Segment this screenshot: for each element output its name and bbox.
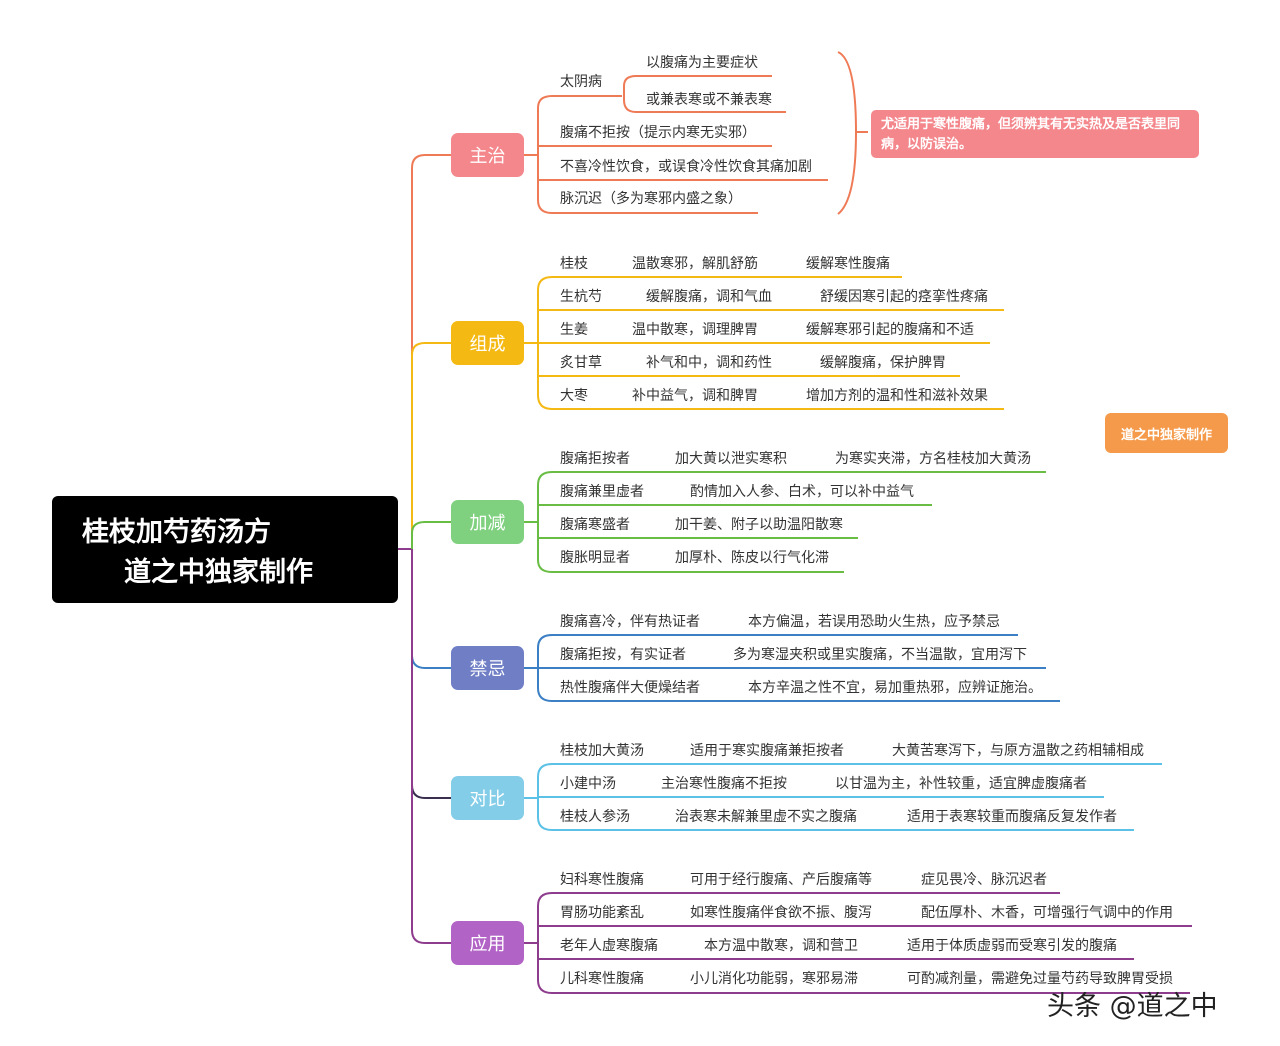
root-subtitle: 道之中独家制作 xyxy=(124,557,313,588)
duibi-formula: 小建中汤 xyxy=(560,776,616,792)
jinji-reason: 本方偏温，若误用恐助火生热，应予禁忌 xyxy=(748,614,1000,630)
jiajian-add: 酌情加入人参、白术，可以补中益气 xyxy=(690,484,914,500)
branch-yingyong[interactable]: 应用 xyxy=(451,921,524,965)
zhuzhi-taiyin-sub-2: 或兼表寒或不兼表寒 xyxy=(646,92,772,108)
zhuzhi-item-2: 不喜冷性饮食，或误食冷性饮食其痛加剧 xyxy=(560,159,812,175)
duibi-formula: 桂枝加大黄汤 xyxy=(560,743,644,759)
root-node[interactable]: 桂枝加芍药汤方 道之中独家制作 xyxy=(52,496,398,603)
branch-zhuzhi[interactable]: 主治 xyxy=(451,133,524,177)
zucheng-effect: 温中散寒，调理脾胃 xyxy=(632,322,758,338)
jiajian-case: 腹痛寒盛者 xyxy=(560,517,630,533)
duibi-formula: 桂枝人参汤 xyxy=(560,809,630,825)
jiajian-add: 加干姜、附子以助温阳散寒 xyxy=(675,517,843,533)
jinji-reason: 多为寒湿夹积或里实腹痛，不当温散，宜用泻下 xyxy=(733,647,1027,663)
duibi-note: 大黄苦寒泻下，与原方温散之药相辅相成 xyxy=(892,743,1144,759)
branch-zucheng[interactable]: 组成 xyxy=(451,321,524,365)
jiajian-add: 加厚朴、陈皮以行气化滞 xyxy=(675,550,829,566)
author-stamp: 道之中独家制作 xyxy=(1105,413,1228,453)
yingyong-note: 可酌减剂量，需避免过量芍药导致脾胃受损 xyxy=(907,971,1173,987)
yingyong-usage: 如寒性腹痛伴食欲不振、腹泻 xyxy=(690,905,872,921)
duibi-note: 适用于表寒较重而腹痛反复发作者 xyxy=(907,809,1117,825)
zucheng-use: 缓解腹痛，保护脾胃 xyxy=(820,355,946,371)
jinji-case: 腹痛喜冷，伴有热证者 xyxy=(560,614,700,630)
branch-duibi[interactable]: 对比 xyxy=(451,776,524,820)
zucheng-use: 舒缓因寒引起的痉挛性疼痛 xyxy=(820,289,988,305)
zucheng-use: 缓解寒邪引起的腹痛和不适 xyxy=(806,322,974,338)
root-title: 桂枝加芍药汤方 xyxy=(82,517,271,548)
yingyong-note: 症见畏冷、脉沉迟者 xyxy=(921,872,1047,888)
jinji-case: 腹痛拒按，有实证者 xyxy=(560,647,686,663)
yingyong-field: 儿科寒性腹痛 xyxy=(560,971,644,987)
zhuzhi-taiyin-sub-1: 以腹痛为主要症状 xyxy=(646,55,758,71)
yingyong-usage: 可用于经行腹痛、产后腹痛等 xyxy=(690,872,872,888)
zucheng-herb: 桂枝 xyxy=(560,256,588,272)
zhuzhi-item-1: 腹痛不拒按（提示内寒无实邪） xyxy=(560,125,756,141)
jiajian-case: 腹胀明显者 xyxy=(560,550,630,566)
zucheng-herb: 生姜 xyxy=(560,322,588,338)
branch-jiajian[interactable]: 加减 xyxy=(451,500,524,544)
yingyong-note: 适用于体质虚弱而受寒引发的腹痛 xyxy=(907,938,1117,954)
yingyong-note: 配伍厚朴、木香，可增强行气调中的作用 xyxy=(921,905,1173,921)
zucheng-herb: 生杭芍 xyxy=(560,289,602,305)
watermark: 头条 @道之中 xyxy=(1047,991,1218,1022)
yingyong-field: 胃肠功能紊乱 xyxy=(560,905,644,921)
jiajian-case: 腹痛拒按者 xyxy=(560,451,630,467)
zucheng-use: 缓解寒性腹痛 xyxy=(806,256,890,272)
duibi-indication: 主治寒性腹痛不拒按 xyxy=(661,776,787,792)
zhuzhi-note: 尤适用于寒性腹痛，但须辨其有无实热及是否表里同病，以防误治。 xyxy=(871,110,1199,158)
yingyong-field: 妇科寒性腹痛 xyxy=(560,872,644,888)
yingyong-usage: 小儿消化功能弱，寒邪易滞 xyxy=(690,971,858,987)
duibi-indication: 适用于寒实腹痛兼拒按者 xyxy=(690,743,844,759)
zhuzhi-taiyin: 太阴病 xyxy=(560,74,602,90)
jinji-reason: 本方辛温之性不宜，易加重热邪，应辨证施治。 xyxy=(748,680,1042,696)
duibi-indication: 治表寒未解兼里虚不实之腹痛 xyxy=(675,809,857,825)
zucheng-effect: 补中益气，调和脾胃 xyxy=(632,388,758,404)
jinji-case: 热性腹痛伴大便燥结者 xyxy=(560,680,700,696)
jiajian-note: 为寒实夹滞，方名桂枝加大黄汤 xyxy=(835,451,1031,467)
zucheng-effect: 温散寒邪，解肌舒筋 xyxy=(632,256,758,272)
zucheng-effect: 补气和中，调和药性 xyxy=(646,355,772,371)
zucheng-herb: 大枣 xyxy=(560,388,588,404)
zucheng-herb: 炙甘草 xyxy=(560,355,602,371)
jiajian-add: 加大黄以泄实寒积 xyxy=(675,451,787,467)
zucheng-effect: 缓解腹痛，调和气血 xyxy=(646,289,772,305)
zhuzhi-item-3: 脉沉迟（多为寒邪内盛之象） xyxy=(560,191,742,207)
yingyong-usage: 本方温中散寒，调和营卫 xyxy=(704,938,858,954)
branch-jinji[interactable]: 禁忌 xyxy=(451,646,524,690)
jiajian-case: 腹痛兼里虚者 xyxy=(560,484,644,500)
yingyong-field: 老年人虚寒腹痛 xyxy=(560,938,658,954)
zucheng-use: 增加方剂的温和性和滋补效果 xyxy=(806,388,988,404)
duibi-note: 以甘温为主，补性较重，适宜脾虚腹痛者 xyxy=(835,776,1087,792)
